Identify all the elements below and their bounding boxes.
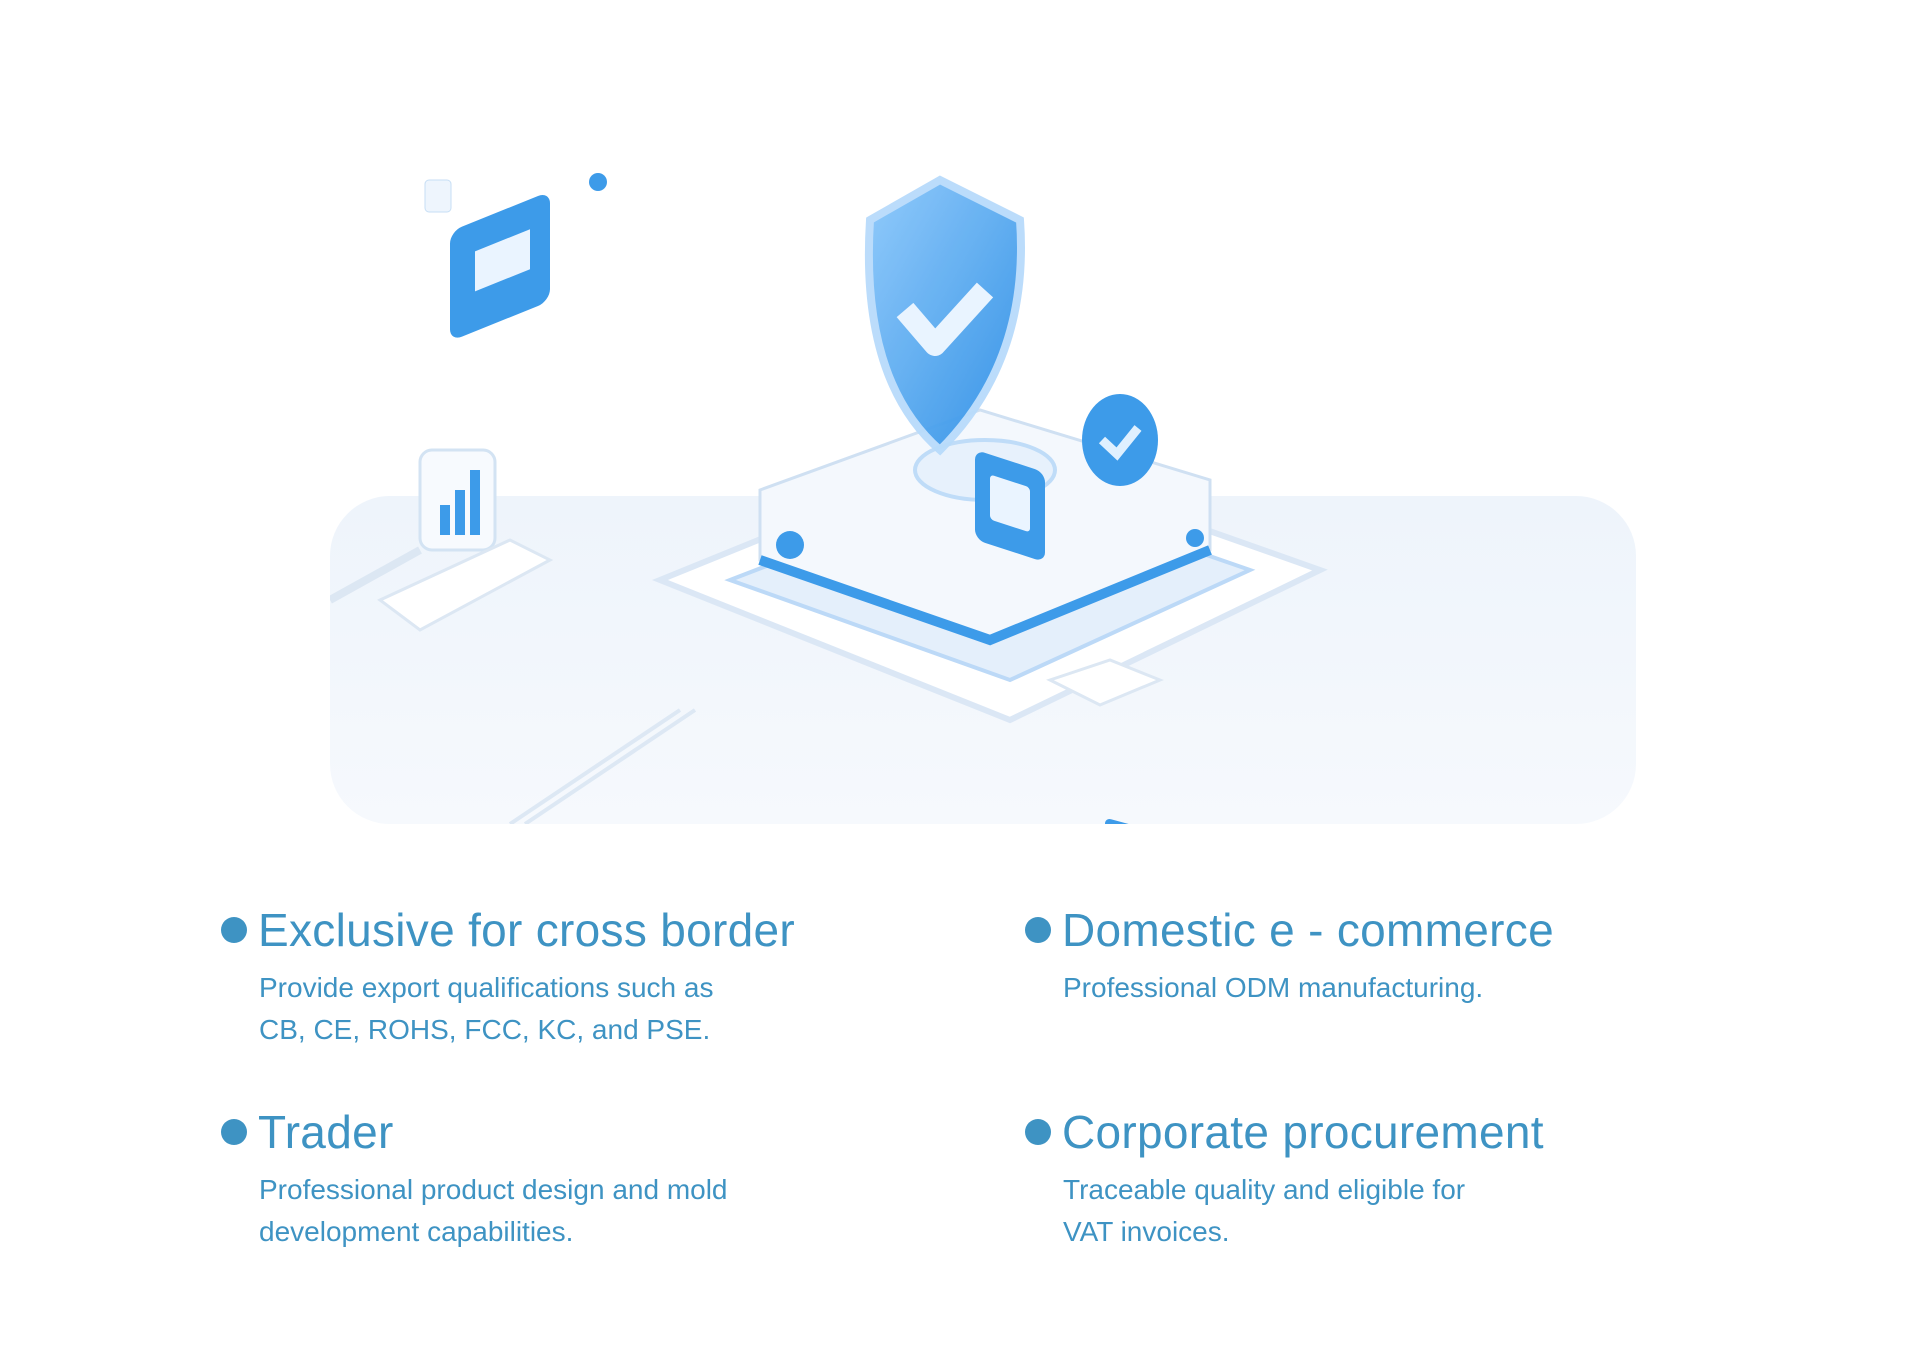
feature-title: Trader [258, 1106, 394, 1158]
check-coin-icon [1082, 394, 1158, 486]
security-platform-illustration [330, 173, 1636, 824]
description-line: CB, CE, ROHS, FCC, KC, and PSE. [259, 1014, 711, 1045]
feature-title: Corporate procurement [1062, 1106, 1544, 1158]
description-line: development capabilities. [259, 1216, 574, 1247]
feature-description: Traceable quality and eligible for VAT i… [1063, 1169, 1683, 1253]
bullet-icon [1025, 1119, 1051, 1145]
feature-description: Professional product design and mold dev… [259, 1169, 879, 1253]
bullet-icon [1025, 917, 1051, 943]
feature-title: Domestic e - commerce [1062, 904, 1554, 956]
description-line: Professional ODM manufacturing. [1063, 972, 1484, 1003]
bullet-icon [221, 917, 247, 943]
feature-description: Professional ODM manufacturing. [1063, 967, 1683, 1009]
description-line: Professional product design and mold [259, 1174, 728, 1205]
feature-title: Exclusive for cross border [258, 904, 795, 956]
description-line: Provide export qualifications such as [259, 972, 714, 1003]
feature-description: Provide export qualifications such as CB… [259, 967, 879, 1051]
check-icon [896, 282, 994, 356]
shield-icon [864, 175, 1025, 456]
location-card-icon [424, 179, 452, 213]
bullet-icon [221, 1119, 247, 1145]
description-line: Traceable quality and eligible for [1063, 1174, 1466, 1205]
description-line: VAT invoices. [1063, 1216, 1230, 1247]
